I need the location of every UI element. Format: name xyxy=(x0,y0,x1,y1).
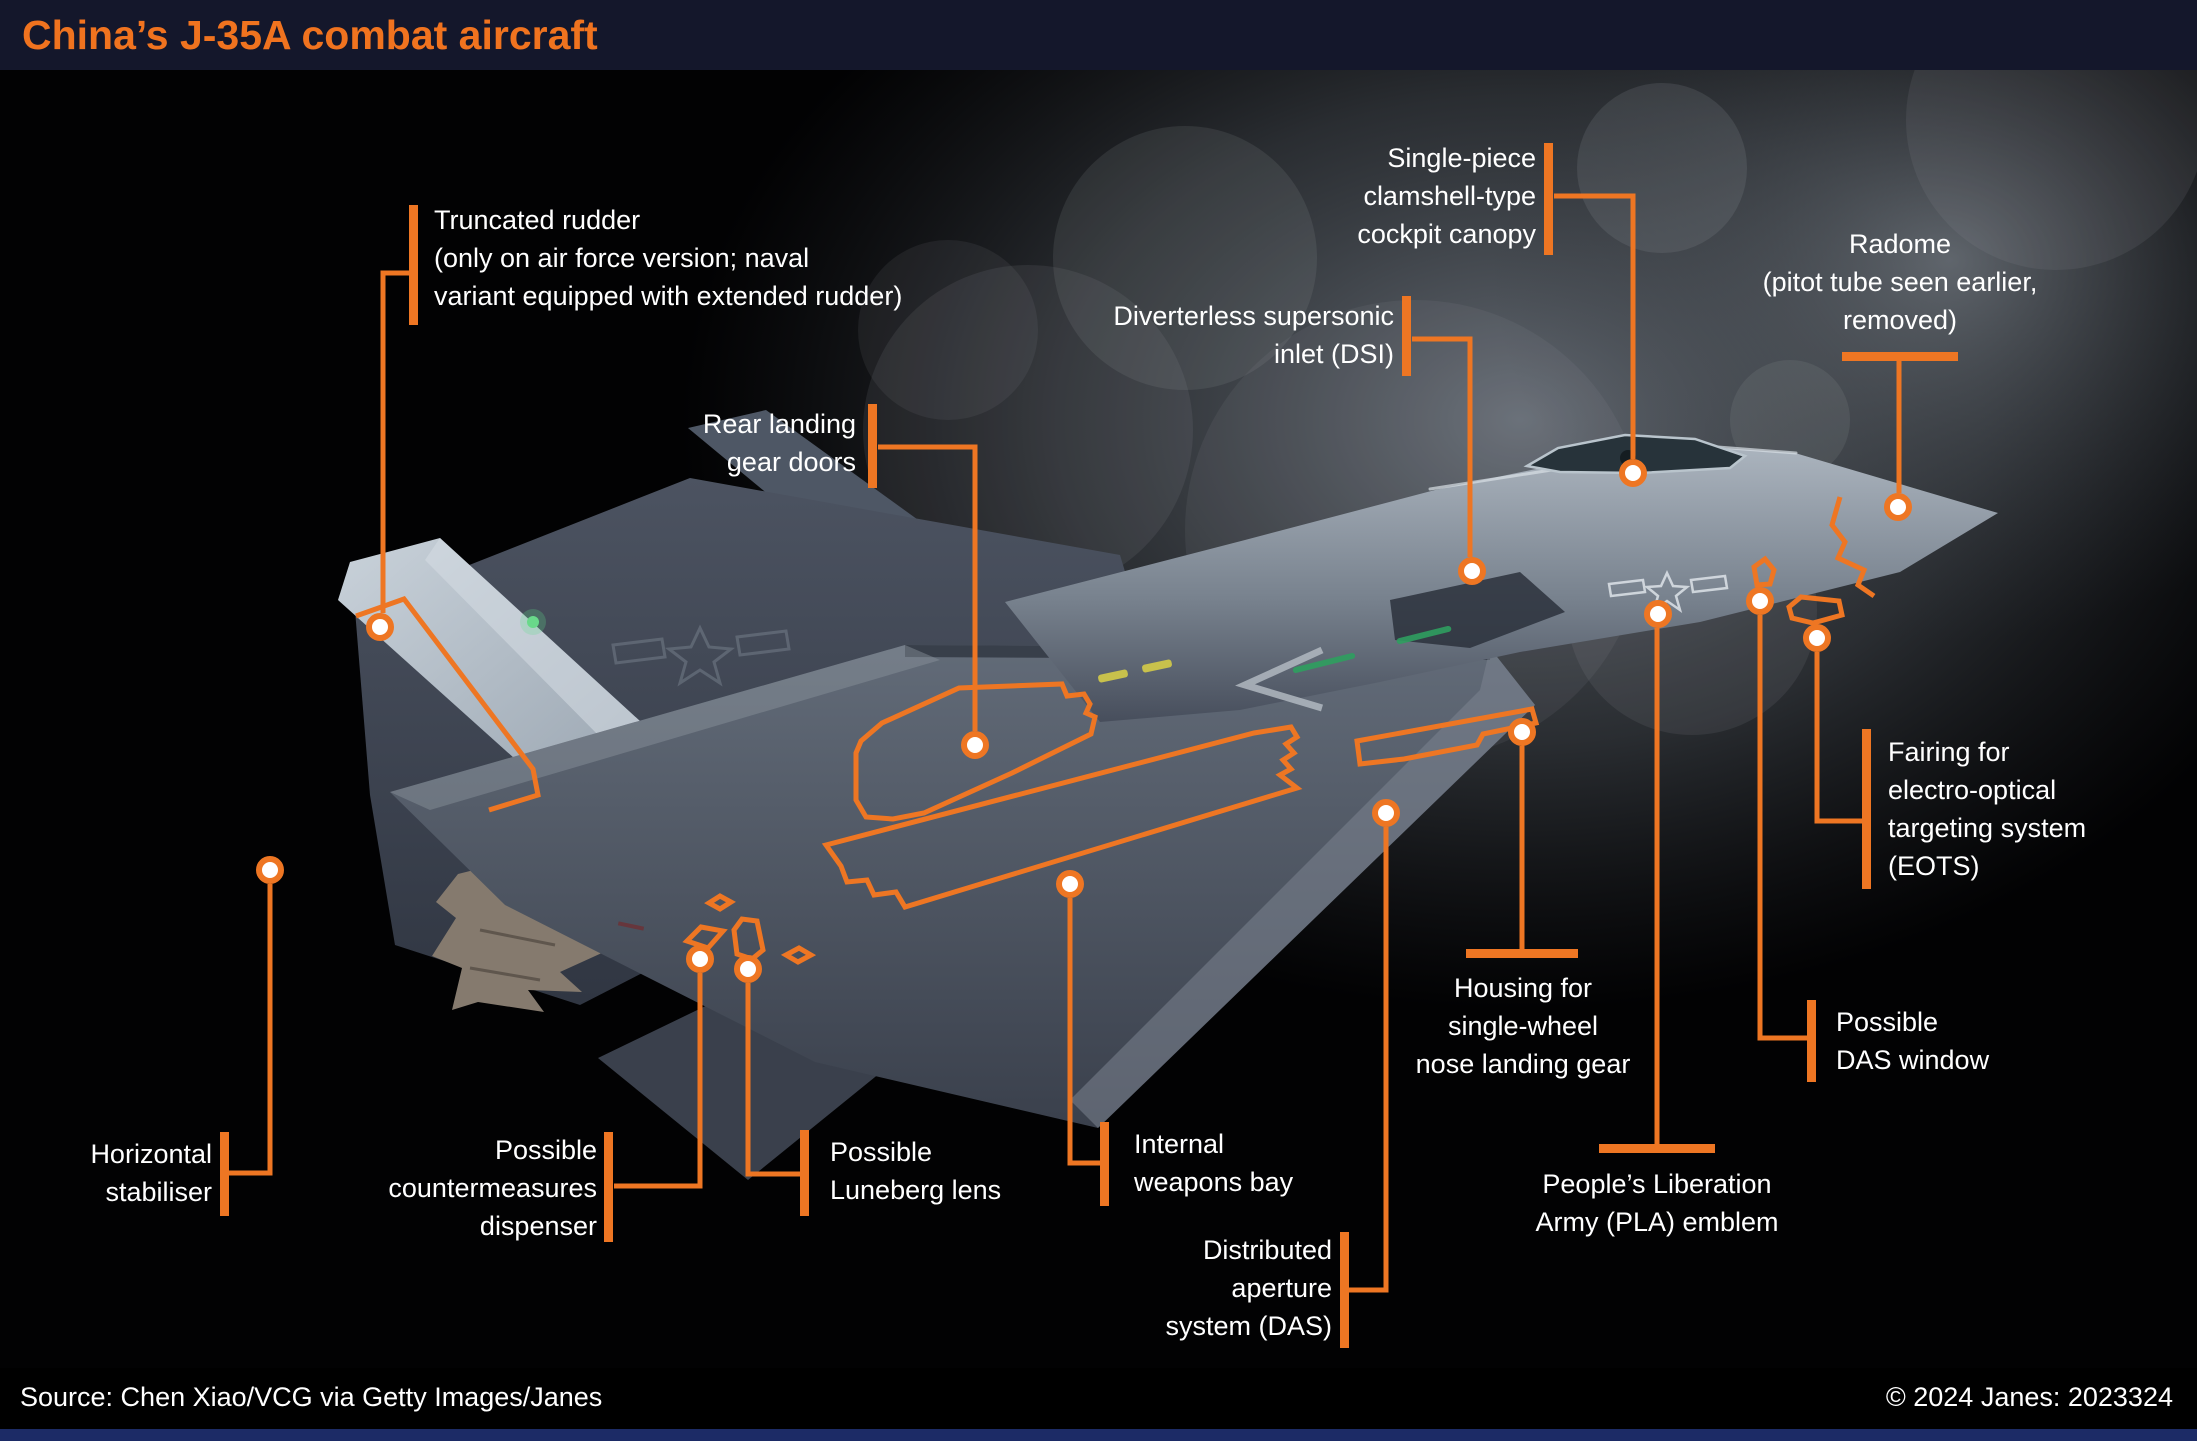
marker-dsi xyxy=(1458,557,1486,585)
tick-luneberg xyxy=(800,1130,809,1216)
callout-eots-fairing: Fairing for electro-optical targeting sy… xyxy=(1888,737,2087,881)
marker-horizontal-stabiliser xyxy=(256,856,284,884)
bottom-accent-bar xyxy=(0,1429,2197,1441)
tick-pla-emblem xyxy=(1599,1144,1715,1153)
copyright-note: © 2024 Janes: 2023324 xyxy=(1885,1382,2173,1412)
outline-radome-joint xyxy=(1829,496,1876,599)
marker-eots-fairing xyxy=(1803,624,1831,652)
wing-root-lit-edge xyxy=(390,645,940,810)
cockpit-canopy-glass xyxy=(1523,433,1748,475)
leader-canopy xyxy=(1554,193,1636,459)
callout-cockpit-canopy: Single-piece clamshell-type cockpit cano… xyxy=(1357,143,1536,249)
marker-weapons-bay xyxy=(1056,870,1084,898)
dsi-inlet-shadow xyxy=(1390,572,1565,648)
outline-das-window xyxy=(1751,555,1777,588)
tick-countermeasures xyxy=(604,1132,613,1242)
outline-weapons-bay xyxy=(821,724,1303,910)
tick-nose-gear-housing xyxy=(1466,949,1578,958)
leader-lines xyxy=(229,193,1902,1293)
marker-pla-emblem xyxy=(1644,600,1672,628)
marker-radome xyxy=(1884,493,1912,521)
pla-star-emblem xyxy=(1607,570,1729,614)
leader-das xyxy=(1349,827,1389,1293)
outline-countermeasures-slot-2 xyxy=(704,893,736,912)
marker-nose-gear-housing xyxy=(1508,718,1536,746)
tick-eots xyxy=(1862,729,1871,889)
callout-radome: Radome (pitot tube seen earlier, removed… xyxy=(1762,229,2038,335)
outline-luneberg-lens xyxy=(731,916,766,962)
aircraft-illustration xyxy=(338,410,1998,1180)
callout-weapons-bay: Internal weapons bay xyxy=(1134,1129,1294,1197)
leader-luneberg xyxy=(745,983,803,1177)
feature-outlines xyxy=(355,496,1876,965)
tick-rear-gear-doors xyxy=(868,404,877,488)
tick-das-window xyxy=(1807,1000,1816,1082)
main-wing xyxy=(390,645,1535,1128)
tick-das xyxy=(1340,1232,1349,1348)
outline-countermeasures-slot-3 xyxy=(780,945,817,965)
header-bar: China’s J-35A combat aircraft xyxy=(0,0,2197,70)
point-markers xyxy=(256,459,1912,983)
callout-truncated-rudder: Truncated rudder (only on air force vers… xyxy=(434,205,903,311)
tick-radome xyxy=(1842,352,1958,361)
callout-das: Distributed aperture system (DAS) xyxy=(1165,1235,1332,1341)
callout-horizontal-stabiliser: Horizontal stabiliser xyxy=(90,1139,212,1207)
callout-pla-emblem: People’s Liberation Army (PLA) emblem xyxy=(1535,1169,1779,1237)
callout-nose-gear-housing: Housing for single-wheel nose landing ge… xyxy=(1415,973,1631,1079)
marker-canopy xyxy=(1619,459,1647,487)
callout-das-window: Possible DAS window xyxy=(1836,1007,1990,1075)
tick-dsi xyxy=(1402,296,1411,376)
leader-das-window xyxy=(1757,615,1807,1041)
callout-countermeasures: Possible countermeasures dispenser xyxy=(388,1135,597,1241)
label-ticks xyxy=(220,143,1958,1348)
tick-weapons-bay xyxy=(1100,1122,1109,1206)
source-credit: Source: Chen Xiao/VCG via Getty Images/J… xyxy=(20,1382,603,1412)
leader-horizontal-stabiliser xyxy=(229,884,273,1176)
tick-horizontal-stabiliser xyxy=(220,1132,229,1216)
leader-truncated-rudder xyxy=(380,270,412,613)
formation-lights xyxy=(617,625,1452,931)
marker-das-window xyxy=(1746,587,1774,615)
page-title: China’s J-35A combat aircraft xyxy=(22,12,598,58)
leader-eots xyxy=(1814,652,1862,824)
pla-star-emblem-rear xyxy=(611,624,791,687)
nav-light xyxy=(527,616,539,628)
leader-weapons-bay xyxy=(1067,898,1103,1166)
callout-rear-gear-doors: Rear landing gear doors xyxy=(702,409,856,477)
chevron-marking xyxy=(1235,646,1324,712)
marker-countermeasures xyxy=(686,945,714,973)
tick-truncated-rudder xyxy=(409,205,418,325)
leader-dsi xyxy=(1412,336,1473,557)
marker-rear-gear-doors xyxy=(961,731,989,759)
outline-truncated-rudder xyxy=(355,596,541,813)
callout-dsi: Diverterless supersonic inlet (DSI) xyxy=(1113,301,1394,369)
marker-das xyxy=(1372,799,1400,827)
leader-rear-gear-doors xyxy=(878,444,978,731)
tick-canopy xyxy=(1544,143,1553,255)
outline-rear-gear-doors xyxy=(853,681,1098,822)
footer-bar: Source: Chen Xiao/VCG via Getty Images/J… xyxy=(0,1368,2197,1429)
leader-countermeasures xyxy=(614,973,703,1189)
wing-lit-edge xyxy=(1070,648,1535,1128)
outline-nose-gear-housing xyxy=(1354,706,1540,767)
outline-eots-fairing xyxy=(1786,594,1845,626)
callout-luneberg-lens: Possible Luneberg lens xyxy=(830,1137,1002,1205)
marker-luneberg-lens xyxy=(734,955,762,983)
marker-truncated-rudder xyxy=(366,613,394,641)
